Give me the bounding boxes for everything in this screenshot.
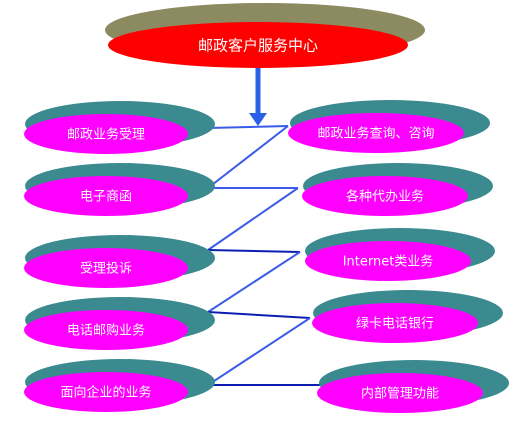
connector-right-4 (207, 311, 311, 319)
left-node-3-label: 受理投诉 (80, 261, 132, 277)
left-node-3: 受理投诉 (24, 235, 215, 288)
left-node-3-body (24, 248, 188, 288)
connector-lines (207, 125, 322, 386)
right-node-2-label: 各种代办业务 (346, 189, 424, 205)
connector-diag-2 (207, 187, 299, 251)
left-node-5-body (24, 372, 188, 412)
right-node-1: 邮政业务查询、咨询 (288, 100, 490, 153)
left-node-1-label: 邮政业务受理 (67, 127, 145, 143)
left-node-5-label: 面向企业的业务 (60, 385, 151, 401)
right-node-4: 绿卡电话银行 (312, 290, 503, 343)
connector-right-3 (207, 249, 301, 253)
right-node-3: Internet类业务 (305, 228, 495, 281)
left-node-1: 邮政业务受理 (24, 101, 215, 154)
connector-left-1 (207, 125, 289, 129)
right-node-2: 各种代办业务 (302, 163, 493, 216)
right-node-5: 内部管理功能 (317, 360, 509, 413)
left-node-4-label: 电话邮购业务 (67, 323, 145, 339)
right-node-5-label: 内部管理功能 (361, 386, 439, 402)
left-node-2: 电子商函 (24, 163, 215, 216)
right-node-3-body (305, 241, 471, 281)
right-node-1-body (288, 113, 464, 153)
right-node-4-label: 绿卡电话银行 (356, 317, 434, 332)
left-node-2-body (24, 176, 188, 216)
left-node-2-label: 电子商函 (80, 190, 132, 205)
left-node-4-body (24, 310, 188, 350)
left-node-5: 面向企业的业务 (24, 359, 215, 412)
root-node: 邮政客户服务中心 (105, 3, 425, 68)
root-node-label: 邮政客户服务中心 (198, 37, 318, 55)
root-arrow-head (249, 113, 267, 126)
right-node-1-label: 邮政业务查询、咨询 (317, 126, 434, 142)
right-node-3-label: Internet类业务 (343, 254, 434, 270)
left-node-1-body (24, 114, 188, 154)
root-arrow (249, 68, 267, 126)
connector-diag-1 (207, 125, 289, 189)
right-node-4-body (312, 303, 478, 343)
right-node-2-body (302, 176, 468, 216)
left-node-4: 电话邮购业务 (24, 297, 215, 350)
connector-diag-4 (207, 317, 311, 386)
connector-diag-3 (207, 251, 301, 313)
root-node-body (108, 22, 408, 68)
right-node-5-body (317, 373, 483, 413)
